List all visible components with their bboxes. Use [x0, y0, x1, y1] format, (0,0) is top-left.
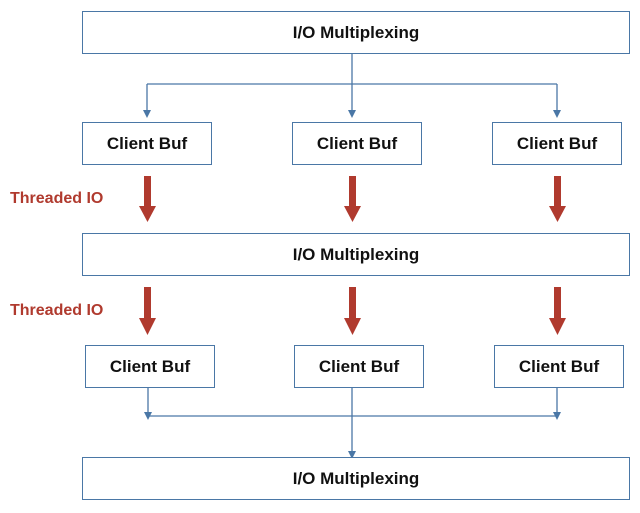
- threaded-io-arrow: [344, 176, 361, 222]
- threaded-io-arrow: [549, 176, 566, 222]
- io-multiplexing-box-middle: I/O Multiplexing: [82, 233, 630, 276]
- threaded-io-label: Threaded IO: [10, 302, 104, 319]
- threaded-io-arrow: [344, 287, 361, 335]
- threaded-io-arrow: [139, 287, 156, 335]
- threaded-io-arrow: [139, 176, 156, 222]
- threaded-io-label: Threaded IO: [10, 190, 104, 207]
- client-buf-box: Client Buf: [494, 345, 624, 388]
- fan-out-connectors: [143, 54, 561, 118]
- io-multiplexing-box-top: I/O Multiplexing: [82, 11, 630, 54]
- client-buf-box: Client Buf: [85, 345, 215, 388]
- threaded-io-arrows-row-2: [139, 287, 566, 335]
- client-buf-box: Client Buf: [82, 122, 212, 165]
- client-buf-box: Client Buf: [292, 122, 422, 165]
- threaded-io-arrow: [549, 287, 566, 335]
- client-buf-box: Client Buf: [492, 122, 622, 165]
- fan-in-connectors: [144, 388, 561, 459]
- threaded-io-arrows-row-1: [139, 176, 566, 222]
- client-buf-box: Client Buf: [294, 345, 424, 388]
- io-multiplexing-box-bottom: I/O Multiplexing: [82, 457, 630, 500]
